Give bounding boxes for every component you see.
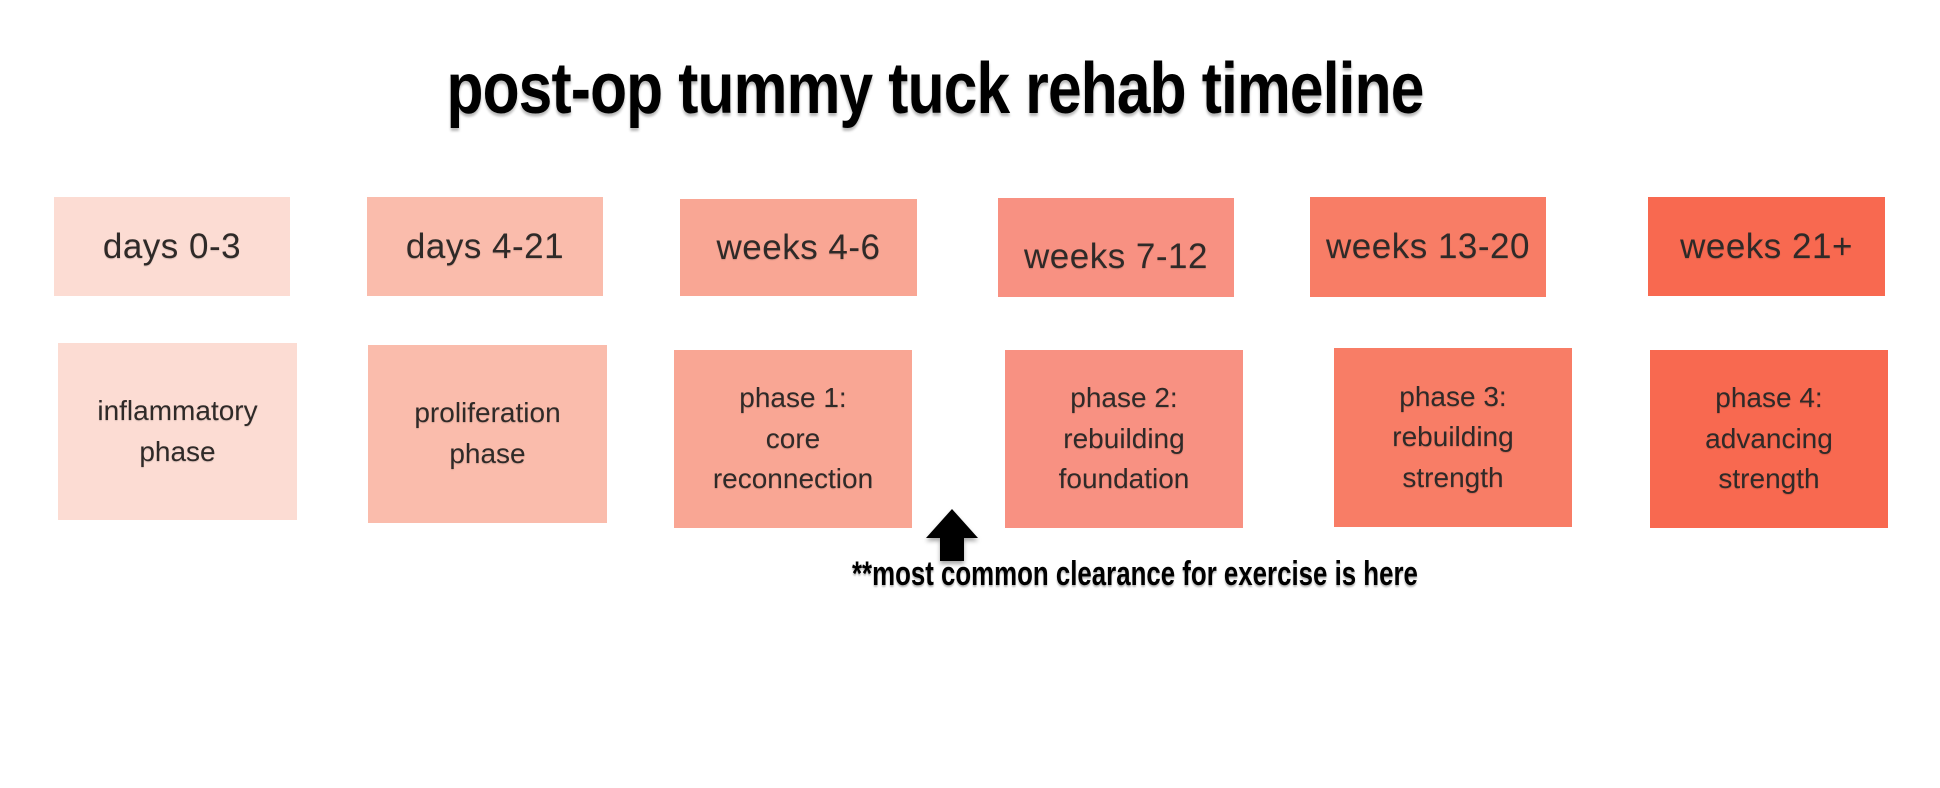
phase-box-2: proliferation phase xyxy=(368,345,607,523)
phase-box-5: phase 3: rebuilding strength xyxy=(1334,348,1572,527)
phase-box-3: phase 1: core reconnection xyxy=(674,350,912,528)
period-label: weeks 21+ xyxy=(1680,226,1853,266)
phase-label: proliferation phase xyxy=(414,397,561,469)
period-label: days 0-3 xyxy=(102,226,242,266)
period-label: weeks 13-20 xyxy=(1326,227,1530,266)
page-title: post-op tummy tuck rehab timeline xyxy=(446,49,1424,129)
period-label: weeks 7-12 xyxy=(1024,236,1208,276)
period-box-2: days 4-21 xyxy=(367,197,603,296)
phase-label: phase 3: rebuilding strength xyxy=(1392,380,1514,493)
phase-label: inflammatory phase xyxy=(97,394,258,467)
period-label: weeks 4-6 xyxy=(716,227,881,267)
period-box-4: weeks 7-12 xyxy=(998,198,1234,297)
phase-label: phase 1: core reconnection xyxy=(712,382,874,495)
period-label: days 4-21 xyxy=(405,226,565,266)
phase-box-4: phase 2: rebuilding foundation xyxy=(1005,350,1243,528)
phase-label: phase 2: rebuilding foundation xyxy=(1058,382,1190,495)
phase-box-1: inflammatory phase xyxy=(58,343,297,520)
period-box-3: weeks 4-6 xyxy=(680,199,917,296)
phase-box-6: phase 4: advancing strength xyxy=(1650,350,1888,528)
footnote-text: **most common clearance for exercise is … xyxy=(852,555,1418,593)
period-box-6: weeks 21+ xyxy=(1648,197,1885,296)
period-box-1: days 0-3 xyxy=(54,197,290,296)
arrow-up-icon xyxy=(926,509,978,561)
period-box-5: weeks 13-20 xyxy=(1310,197,1546,297)
phase-label: phase 4: advancing strength xyxy=(1705,382,1833,495)
